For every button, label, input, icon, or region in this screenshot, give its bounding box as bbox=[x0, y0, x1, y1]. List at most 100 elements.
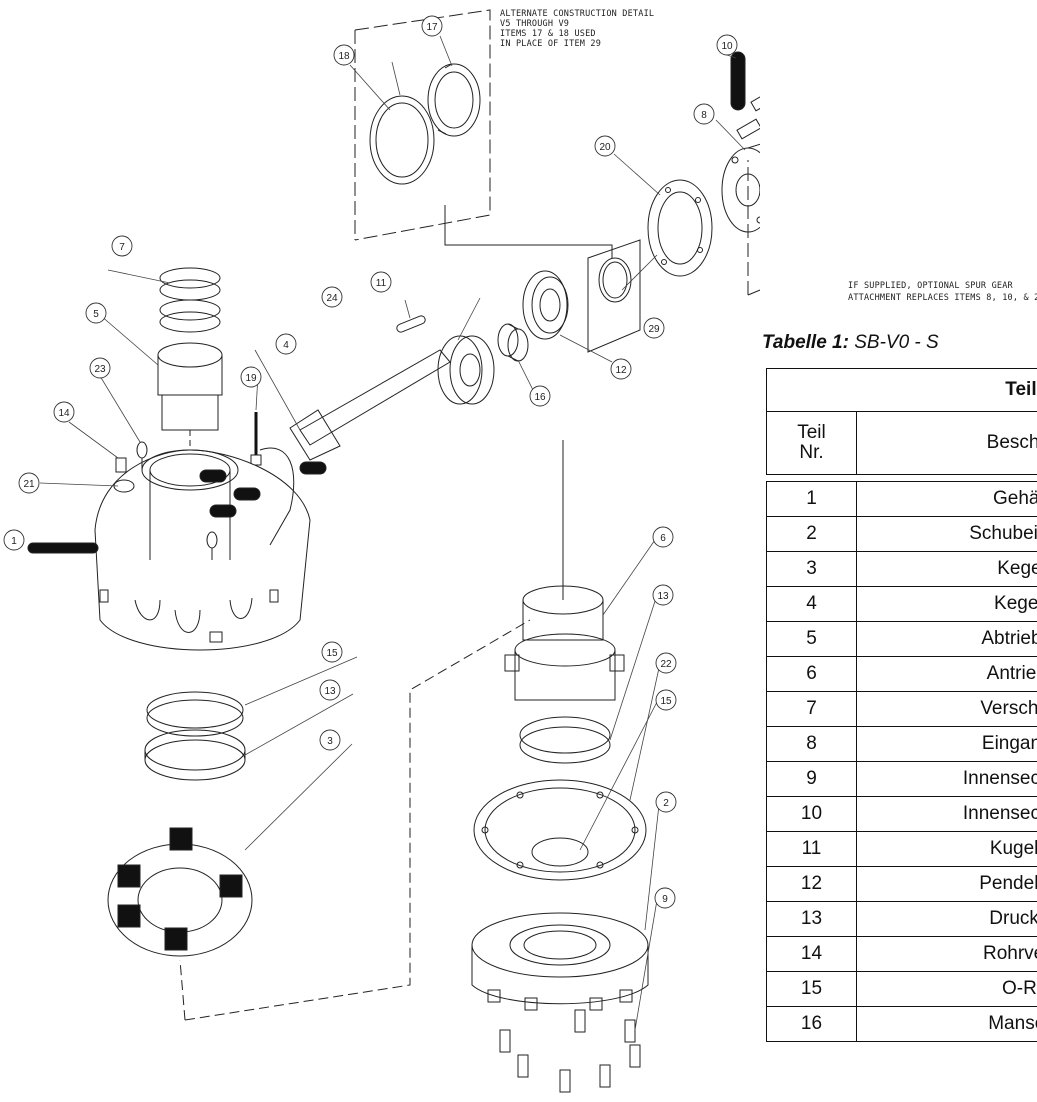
cell-desc: Innensechska bbox=[855, 796, 1037, 832]
cell-desc: Schubeinhei bbox=[855, 516, 1037, 552]
svg-text:20: 20 bbox=[599, 142, 611, 153]
callout-16: 16 bbox=[529, 385, 551, 407]
callout-5: 5 bbox=[85, 302, 107, 324]
callout-13-right: 13 bbox=[652, 584, 674, 606]
column-header-desc: Beschre bbox=[855, 411, 1037, 475]
callout-18: 18 bbox=[333, 44, 355, 66]
callout-8: 8 bbox=[693, 103, 715, 125]
svg-text:15: 15 bbox=[660, 696, 672, 707]
cell-nr: 3 bbox=[766, 551, 857, 587]
svg-text:22: 22 bbox=[660, 659, 672, 670]
part-retaining-ring-18 bbox=[369, 95, 435, 185]
callout-15-right: 15 bbox=[655, 689, 677, 711]
cell-nr: 7 bbox=[766, 691, 857, 727]
table-row: 4Kegelr bbox=[766, 586, 1037, 622]
part-snap-ring-29 bbox=[587, 239, 641, 353]
callout-9: 9 bbox=[654, 887, 676, 909]
svg-text:ITEMS 17 & 18 USED: ITEMS 17 & 18 USED bbox=[500, 29, 596, 39]
table-body: 1Gehäu 2Schubeinhei 3Kegel 4Kegelr 5Abtr… bbox=[766, 481, 1037, 1042]
svg-text:19: 19 bbox=[245, 373, 257, 384]
svg-text:IN PLACE OF ITEM 29: IN PLACE OF ITEM 29 bbox=[500, 39, 601, 49]
note-spur-gear: IF SUPPLIED, OPTIONAL SPUR GEAR ATTACHME… bbox=[848, 281, 1037, 303]
cell-nr: 11 bbox=[766, 831, 857, 867]
svg-text:10: 10 bbox=[721, 41, 733, 52]
svg-text:5: 5 bbox=[93, 309, 99, 320]
table-row: 14Rohrvers bbox=[766, 936, 1037, 972]
cell-nr: 15 bbox=[766, 971, 857, 1007]
table-row: 1Gehäu bbox=[766, 481, 1037, 517]
table-row: 2Schubeinhei bbox=[766, 516, 1037, 552]
parts-list-table-container: Teileli Teil Nr. Beschre 1Gehäu 2Schubei… bbox=[766, 368, 1037, 1102]
part-seal-16 bbox=[497, 323, 529, 362]
svg-text:1: 1 bbox=[11, 536, 17, 547]
svg-text:3: 3 bbox=[327, 736, 333, 747]
caption-label: Tabelle 1: bbox=[762, 332, 849, 353]
column-header-nr-line2: Nr. bbox=[799, 442, 824, 463]
cell-nr: 13 bbox=[766, 901, 857, 937]
cell-nr: 16 bbox=[766, 1006, 857, 1042]
cell-desc: Mansch bbox=[855, 1006, 1037, 1042]
callout-11: 11 bbox=[370, 271, 392, 293]
assembly-axis-line bbox=[179, 959, 186, 1021]
alternate-detail-frame bbox=[354, 9, 613, 258]
callout-10: 10 bbox=[716, 34, 738, 56]
svg-text:18: 18 bbox=[338, 51, 350, 62]
table-row: 16Mansch bbox=[766, 1006, 1037, 1042]
parts-list-table: Teileli Teil Nr. Beschre 1Gehäu 2Schubei… bbox=[766, 368, 1037, 1042]
svg-text:ATTACHMENT REPLACES ITEMS 8, 1: ATTACHMENT REPLACES ITEMS 8, 10, & 25 bbox=[848, 293, 1037, 303]
cell-desc: Innensechska bbox=[855, 761, 1037, 797]
cell-desc: Abtriebsb bbox=[855, 621, 1037, 657]
cell-nr: 4 bbox=[766, 586, 857, 622]
svg-text:11: 11 bbox=[376, 278, 387, 289]
svg-text:29: 29 bbox=[648, 324, 660, 335]
table-row: 9Innensechska bbox=[766, 761, 1037, 797]
callout-12: 12 bbox=[610, 358, 632, 380]
cell-desc: Kugella bbox=[855, 831, 1037, 867]
cell-nr: 12 bbox=[766, 866, 857, 902]
table-row: 10Innensechska bbox=[766, 796, 1037, 832]
part-thrust-bearing-13-left bbox=[144, 691, 246, 781]
spur-gear-frame bbox=[747, 160, 760, 296]
note-alternate-detail: ALTERNATE CONSTRUCTION DETAIL V5 THROUGH… bbox=[500, 9, 654, 49]
callout-bubbles: 18 17 10 25 8 20 7 11 24 5 29 4 12 23 19… bbox=[3, 15, 738, 909]
table-row: 8Eingangs bbox=[766, 726, 1037, 762]
part-key-24 bbox=[396, 315, 426, 333]
cell-desc: Rohrvers bbox=[855, 936, 1037, 972]
cell-desc: Druckla bbox=[855, 901, 1037, 937]
part-roller-bearing-12 bbox=[522, 270, 569, 340]
cell-nr: 6 bbox=[766, 656, 857, 692]
table-caption: Tabelle 1: SB-V0 - S bbox=[762, 332, 1037, 354]
exploded-assembly-drawing: 18 17 10 25 8 20 7 11 24 5 29 4 12 23 19… bbox=[3, 9, 760, 1093]
assembly-axis-line-2 bbox=[184, 619, 531, 1021]
table-row: 11Kugella bbox=[766, 831, 1037, 867]
cell-desc: Eingangs bbox=[855, 726, 1037, 762]
table-row: 13Druckla bbox=[766, 901, 1037, 937]
svg-text:13: 13 bbox=[324, 686, 336, 697]
svg-text:23: 23 bbox=[94, 364, 106, 375]
svg-text:6: 6 bbox=[660, 533, 666, 544]
cell-desc: Pendelroll bbox=[855, 866, 1037, 902]
callout-21: 20 bbox=[594, 135, 616, 157]
leader-lines bbox=[39, 35, 746, 1031]
svg-text:15: 15 bbox=[326, 648, 338, 659]
part-bolts-9 bbox=[736, 90, 760, 140]
cell-desc: Verschlus bbox=[855, 691, 1037, 727]
svg-text:24: 24 bbox=[326, 293, 338, 304]
table-row: 6Antriebs bbox=[766, 656, 1037, 692]
part-eyebolt-23 bbox=[136, 441, 218, 560]
svg-text:2: 2 bbox=[663, 798, 669, 809]
part-locknut-17 bbox=[427, 63, 481, 137]
table-row: 3Kegel bbox=[766, 551, 1037, 587]
part-input-sleeve-6 bbox=[504, 585, 625, 701]
part-bevel-gear-3 bbox=[107, 827, 253, 957]
cell-nr: 5 bbox=[766, 621, 857, 657]
cell-desc: Kegel bbox=[855, 551, 1037, 587]
callout-3: 3 bbox=[319, 729, 341, 751]
svg-text:13: 13 bbox=[657, 591, 669, 602]
part-hex-bolts-9 bbox=[499, 1009, 641, 1093]
cell-nr: 9 bbox=[766, 761, 857, 797]
caption-text: SB-V0 - S bbox=[854, 332, 939, 353]
callout-13-left: 13 bbox=[319, 679, 341, 701]
svg-text:17: 17 bbox=[426, 22, 438, 33]
part-housing-1 bbox=[94, 447, 311, 651]
